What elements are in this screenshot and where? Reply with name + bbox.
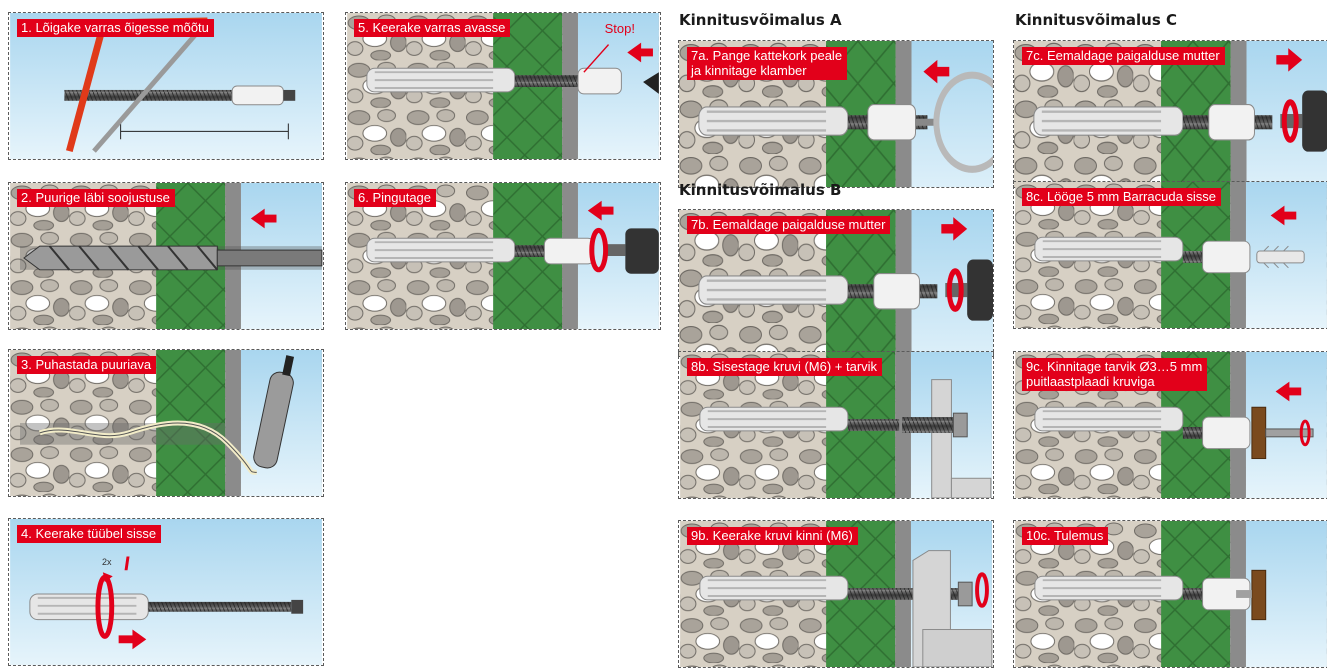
turns-count: 2x xyxy=(102,557,112,567)
step-9b-label: 9b. Keerake kruvi kinni (M6) xyxy=(687,527,858,545)
stop-text: Stop! xyxy=(604,21,635,36)
step-4-panel: 4. Keerake tüübel sisse 2x xyxy=(8,518,324,666)
step-2-illustration xyxy=(10,183,323,329)
step-3-label: 3. Puhastada puuriava xyxy=(17,356,157,374)
step-5-illustration xyxy=(347,13,659,159)
step-7b-panel: 7b. Eemaldage paigalduse mutter xyxy=(678,209,994,357)
heading-option-a: Kinnitusvõimalus A xyxy=(679,11,842,29)
step-8c-label: 8c. Lööge 5 mm Barracuda sisse xyxy=(1022,188,1222,206)
step-8b-panel: 8b. Sisestage kruvi (M6) + tarvik xyxy=(678,351,994,499)
step-7c-panel: 7c. Eemaldage paigalduse mutter xyxy=(1013,40,1327,188)
step-1-panel: 1. Lõigake varras õigesse mõõtu xyxy=(8,12,324,160)
chipboard-screw-icon xyxy=(1251,406,1314,460)
step-8b-illustration xyxy=(680,352,992,498)
rotation-arrow-icon xyxy=(975,572,989,608)
step-6-panel: 6. Pingutage xyxy=(345,182,661,330)
drill-icon xyxy=(589,227,659,274)
step-8c-panel: 8c. Lööge 5 mm Barracuda sisse xyxy=(1013,181,1327,329)
step-4-illustration xyxy=(10,519,322,665)
step-7b-illustration xyxy=(679,210,993,356)
step-7a-illustration xyxy=(679,41,993,187)
blow-out-pump-icon xyxy=(253,355,295,469)
step-8c-illustration xyxy=(1015,182,1327,328)
step-10c-label: 10c. Tulemus xyxy=(1022,527,1109,545)
step-9c-panel: 9c. Kinnitage tarvik Ø3…5 mm puitlaastpl… xyxy=(1013,351,1327,499)
step-7c-label: 7c. Eemaldage paigalduse mutter xyxy=(1022,47,1225,65)
step-10c-illustration xyxy=(1015,521,1327,667)
step-9b-panel: 9b. Keerake kruvi kinni (M6) xyxy=(678,520,994,668)
step-9b-illustration xyxy=(680,521,993,667)
step-7b-label: 7b. Eemaldage paigalduse mutter xyxy=(687,216,891,234)
step-2-panel: 2. Puurige läbi soojustuse xyxy=(8,182,324,330)
nail-plug-icon xyxy=(1256,245,1305,269)
step-6-label: 6. Pingutage xyxy=(354,189,437,207)
drill-bit-icon xyxy=(23,245,323,271)
step-3-illustration xyxy=(10,350,322,496)
step-8b-label: 8b. Sisestage kruvi (M6) + tarvik xyxy=(687,358,883,376)
step-3-panel: 3. Puhastada puuriava xyxy=(8,349,324,497)
pipe-clamp-icon xyxy=(915,71,993,173)
drill-icon xyxy=(1280,90,1327,152)
step-4-label: 4. Keerake tüübel sisse xyxy=(17,525,162,543)
step-6-illustration xyxy=(347,183,659,329)
step-9c-label: 9c. Kinnitage tarvik Ø3…5 mm puitlaastpl… xyxy=(1022,358,1208,391)
stop-arrow-icon xyxy=(583,42,653,73)
heading-option-c: Kinnitusvõimalus C xyxy=(1015,11,1177,29)
step-7a-label: 7a. Pange kattekork peale ja kinnitage k… xyxy=(687,47,848,80)
step-1-label: 1. Lõigake varras õigesse mõõtu xyxy=(17,19,214,37)
step-7a-panel: 7a. Pange kattekork peale ja kinnitage k… xyxy=(678,40,994,188)
mounting-bracket-icon xyxy=(902,379,992,498)
step-2-label: 2. Puurige läbi soojustuse xyxy=(17,189,175,207)
step-5-label: 5. Keerake varras avasse xyxy=(354,19,511,37)
step-10c-panel: 10c. Tulemus xyxy=(1013,520,1327,668)
step-7c-illustration xyxy=(1014,41,1327,187)
drill-icon xyxy=(945,259,993,321)
rotation-arrow-icon xyxy=(95,572,115,639)
result-icon xyxy=(1236,569,1267,621)
step-9c-illustration xyxy=(1015,352,1327,498)
step-5-panel: 5. Keerake varras avasse Stop! xyxy=(345,12,661,160)
heading-option-b: Kinnitusvõimalus B xyxy=(679,181,842,199)
